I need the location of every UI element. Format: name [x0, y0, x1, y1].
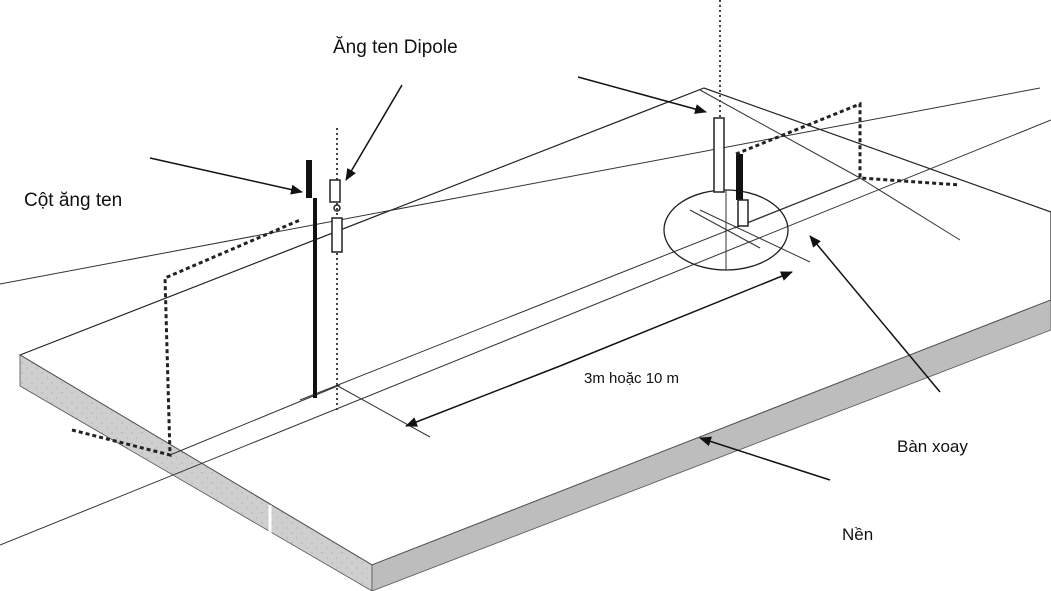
antenna-mast-label: Cột ăng ten	[24, 190, 123, 211]
eut-antenna	[713, 0, 961, 227]
ground-plane-label: Nền	[842, 525, 874, 544]
callout-arrows	[149, 76, 941, 481]
dipole-antenna-label: Ăng ten Dipole	[333, 37, 458, 58]
antenna-mast	[306, 160, 317, 398]
dipole-antenna	[329, 128, 343, 410]
turntable-label: Bàn xoay	[897, 437, 968, 456]
axis-lines	[0, 87, 1051, 546]
left-cable	[71, 218, 301, 457]
turntable	[663, 189, 789, 271]
distance-label: 3m hoặc 10 m	[584, 370, 680, 387]
